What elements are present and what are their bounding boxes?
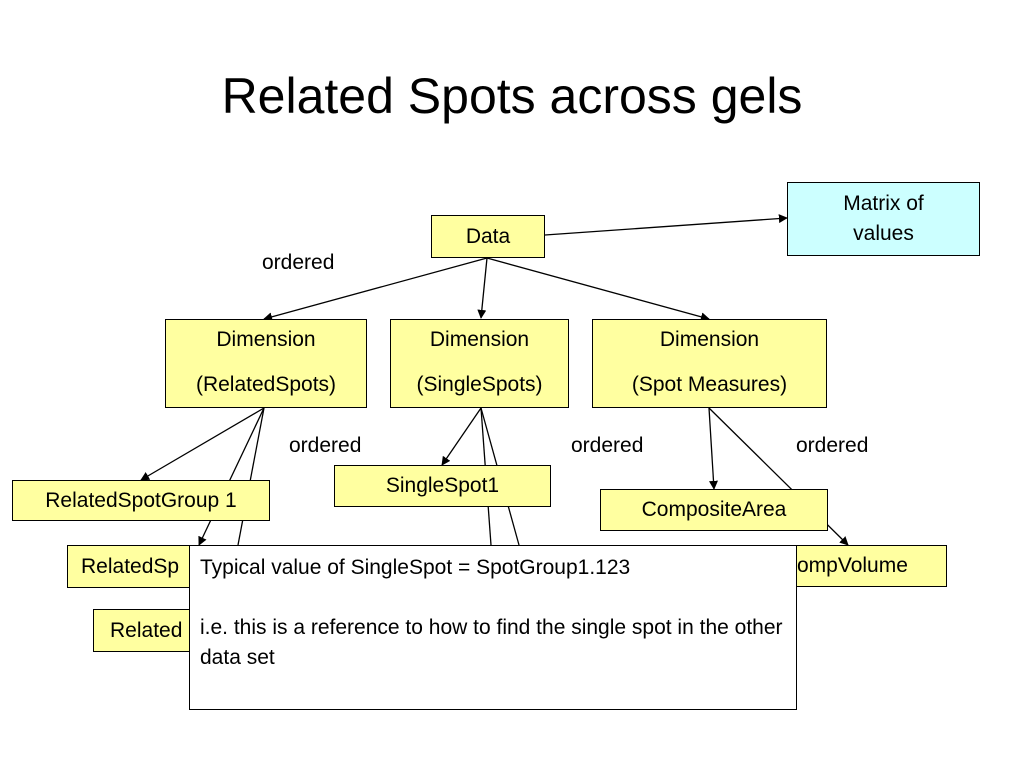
ordered-label-measures: ordered xyxy=(796,434,869,457)
related-spot-group-3-box: Related xyxy=(93,609,190,652)
note-callout-box: Typical value of SingleSpot = SpotGroup1… xyxy=(189,545,797,710)
related-spot-group-1-label: RelatedSpotGroup 1 xyxy=(45,488,237,512)
ordered-label-single: ordered xyxy=(571,434,644,457)
composite-area-label: CompositeArea xyxy=(641,498,787,521)
arrow-dim-related-to-group1 xyxy=(140,407,265,481)
dimension-measures-label: Dimension xyxy=(659,328,760,351)
comp-volume-label: ompVolume xyxy=(797,554,908,577)
ordered-label-top: ordered xyxy=(262,251,335,274)
comp-volume-box: ompVolume xyxy=(796,545,947,587)
dimension-related-name: (RelatedSpots) xyxy=(195,373,337,396)
dimension-spot-measures-box: Dimension (Spot Measures) xyxy=(592,319,827,408)
matrix-of-values-box: Matrix of values xyxy=(787,182,980,256)
dimension-single-spots-box: Dimension (SingleSpots) xyxy=(390,319,569,408)
single-spot-1-label: SingleSpot1 xyxy=(385,474,500,497)
note-line-1: Typical value of SingleSpot = SpotGroup1… xyxy=(200,556,631,579)
dimension-measures-name: (Spot Measures) xyxy=(631,373,788,396)
arrow-dim-related-to-group2 xyxy=(198,407,265,546)
line-dim-related-to-group3 xyxy=(237,407,265,546)
dimension-related-spots-box: Dimension (RelatedSpots) xyxy=(165,319,367,408)
arrow-data-to-dim-related xyxy=(263,257,488,322)
related-spot-group-3-label: Related xyxy=(110,618,183,642)
matrix-label-line1: Matrix of xyxy=(843,192,924,215)
related-spot-group-2-box: RelatedSp xyxy=(67,545,190,588)
note-line-2: i.e. this is a reference to how to find … xyxy=(200,616,783,669)
dimension-related-label: Dimension xyxy=(216,328,316,351)
single-spot-1-box: SingleSpot1 xyxy=(334,465,551,507)
slide-title: Related Spots across gels xyxy=(221,68,803,124)
matrix-label-line2: values xyxy=(853,222,914,245)
related-spot-group-1-box: RelatedSpotGroup 1 xyxy=(12,480,270,521)
ordered-label-related: ordered xyxy=(289,434,362,457)
arrow-dim-measures-to-composite xyxy=(708,407,718,490)
dimension-single-label: Dimension xyxy=(429,328,530,351)
related-spot-group-2-label: RelatedSp xyxy=(81,554,180,578)
data-box: Data xyxy=(431,215,545,258)
composite-area-box: CompositeArea xyxy=(600,489,828,531)
dimension-single-name: (SingleSpots) xyxy=(416,373,543,396)
arrow-data-to-dim-measures xyxy=(486,257,710,322)
arrow-dim-single-to-singlespot1 xyxy=(441,407,482,466)
arrow-data-to-dim-single xyxy=(477,257,488,319)
arrow-data-to-matrix xyxy=(544,214,788,236)
data-label: Data xyxy=(465,224,511,248)
